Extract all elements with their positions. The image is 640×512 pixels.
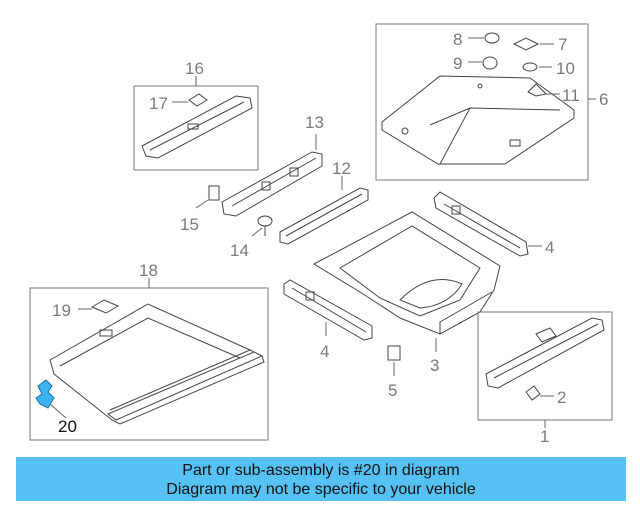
part-18-tonneau-cover (49, 303, 265, 425)
callout-1: 1 (540, 427, 549, 446)
group-box-1: 1 (477, 311, 613, 446)
part-2-clip: 2 (525, 385, 566, 407)
info-banner: Part or sub-assembly is #20 in diagram D… (16, 457, 626, 501)
banner-line-2: Diagram may not be specific to your vehi… (166, 481, 476, 498)
part-3-spare-tire-tub: 3 (312, 211, 501, 375)
part-9: 9 (453, 54, 498, 73)
callout-15: 15 (180, 215, 199, 234)
callout-18: 18 (139, 261, 158, 280)
part-11: 11 (527, 83, 580, 105)
part-5: 5 (387, 345, 401, 400)
callout-17: 17 (149, 94, 168, 113)
callout-9: 9 (453, 54, 462, 73)
part-14: 14 (230, 215, 273, 260)
callout-8: 8 (453, 30, 462, 49)
callout-5: 5 (388, 381, 397, 400)
part-1-sill-plate (485, 317, 605, 389)
callout-4-left: 4 (320, 342, 329, 361)
part-4-right-member: 4 (433, 191, 554, 257)
part-15: 15 (180, 185, 220, 234)
part-4-left-member: 4 (283, 279, 373, 361)
callout-20: 20 (58, 417, 77, 436)
callout-10: 10 (556, 59, 575, 78)
banner-line-1: Part or sub-assembly is #20 in diagram (182, 462, 460, 479)
part-17: 17 (149, 93, 208, 113)
part-12-rail: 12 (279, 159, 369, 245)
part-8: 8 (453, 30, 500, 49)
callout-16: 16 (185, 59, 204, 78)
part-10: 10 (522, 59, 575, 78)
group-box-16: 16 (133, 59, 259, 171)
callout-11: 11 (562, 86, 580, 105)
callout-19: 19 (52, 301, 71, 320)
callout-12: 12 (332, 159, 351, 178)
part-16-garnish (141, 95, 253, 159)
part-13-trim: 13 (221, 113, 324, 217)
callout-7: 7 (558, 35, 567, 54)
callout-4-right: 4 (545, 238, 554, 257)
callout-3: 3 (430, 356, 439, 375)
callout-2: 2 (557, 388, 566, 407)
callout-14: 14 (230, 241, 249, 260)
part-19: 19 (52, 299, 120, 320)
callout-13: 13 (305, 113, 324, 132)
group-box-18: 18 (29, 261, 269, 441)
part-7: 7 (512, 35, 567, 54)
floor-board (381, 75, 575, 165)
callout-6: 6 (599, 90, 608, 109)
group-box-6: 6 (375, 23, 608, 181)
part-20-highlighted: 20 (35, 379, 77, 436)
